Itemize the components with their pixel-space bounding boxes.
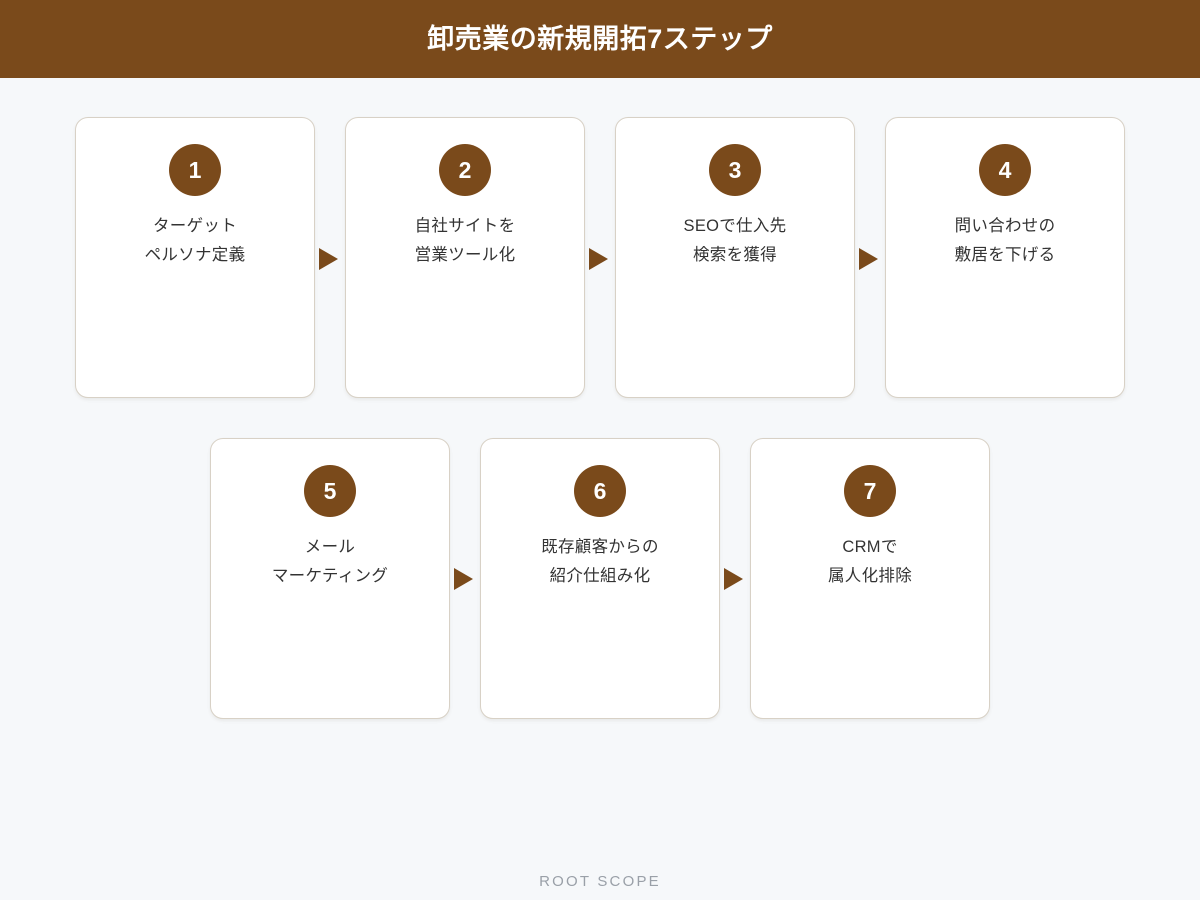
step-card-label: メール マーケティング (271, 538, 389, 585)
step-card-4[interactable]: 4 問い合わせの 敷居を下げる (885, 117, 1125, 398)
step-number-badge-1: 1 (169, 144, 221, 196)
footer: ROOT SCOPE (0, 873, 1200, 891)
arrow-right-icon-5-to-6 (454, 568, 473, 590)
step-number-badge-5: 5 (304, 465, 356, 517)
arrow-right-icon-2-to-3 (589, 248, 608, 270)
step-card-2[interactable]: 2 自社サイトを 営業ツール化 (345, 117, 585, 398)
step-card-3[interactable]: 3 SEOで仕入先 検索を獲得 (615, 117, 855, 398)
page-title: 卸売業の新規開拓7ステップ (427, 23, 773, 54)
step-card-label: SEOで仕入先 検索を獲得 (683, 217, 787, 264)
step-number-badge-7: 7 (844, 465, 896, 517)
step-card-1[interactable]: 1 ターゲット ペルソナ定義 (75, 117, 315, 398)
step-number-label: 1 (188, 156, 202, 183)
arrow-right-icon-1-to-2 (319, 248, 338, 270)
step-card-label: ターゲット ペルソナ定義 (144, 217, 246, 264)
step-card-label: 自社サイトを 営業ツール化 (414, 217, 516, 264)
step-number-badge-2: 2 (439, 144, 491, 196)
arrow-right-icon-6-to-7 (724, 568, 743, 590)
step-number-badge-4: 4 (979, 144, 1031, 196)
step-number-badge-3: 3 (709, 144, 761, 196)
flow-diagram-canvas: 1 ターゲット ペルソナ定義 2 自社サイトを 営業ツール化 3 SEOで仕入先… (0, 78, 1200, 900)
step-number-label: 6 (593, 477, 607, 504)
step-card-6[interactable]: 6 既存顧客からの 紹介仕組み化 (480, 438, 720, 719)
page-header: 卸売業の新規開拓7ステップ (0, 0, 1200, 78)
step-card-label: 既存顧客からの 紹介仕組み化 (541, 538, 659, 585)
step-number-label: 5 (323, 477, 337, 504)
step-card-label: 問い合わせの 敷居を下げる (954, 217, 1056, 264)
step-number-label: 4 (998, 156, 1012, 183)
step-number-label: 7 (863, 477, 877, 504)
brand-wordmark: ROOT SCOPE (539, 873, 661, 890)
step-number-label: 3 (728, 156, 742, 183)
step-number-badge-6: 6 (574, 465, 626, 517)
step-card-5[interactable]: 5 メール マーケティング (210, 438, 450, 719)
step-card-label: CRMで 属人化排除 (828, 538, 912, 585)
step-number-label: 2 (458, 156, 472, 183)
step-card-7[interactable]: 7 CRMで 属人化排除 (750, 438, 990, 719)
arrow-right-icon-3-to-4 (859, 248, 878, 270)
